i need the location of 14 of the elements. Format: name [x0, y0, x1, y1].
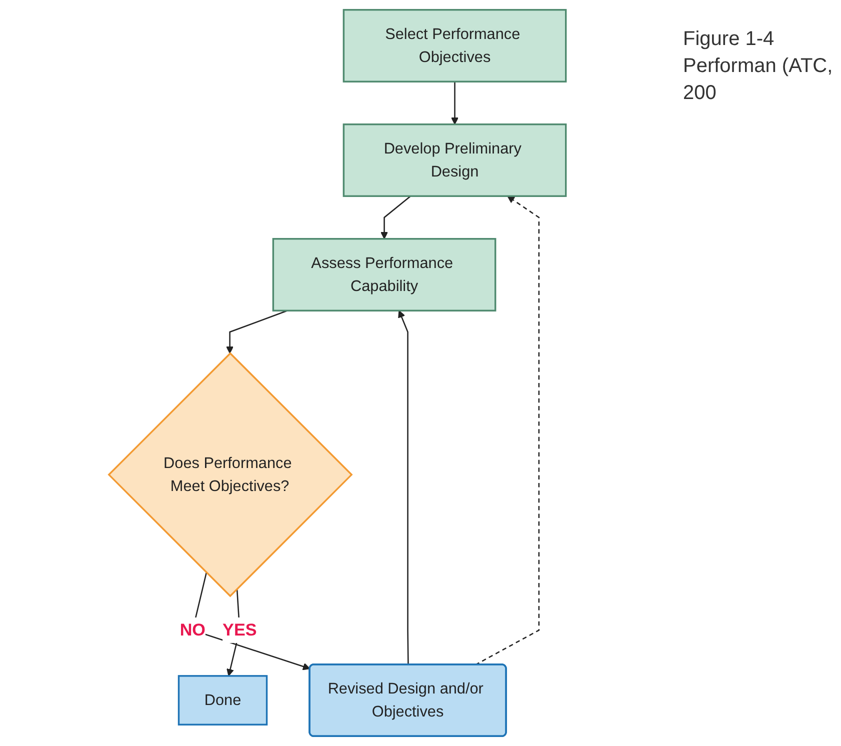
arrow [192, 572, 310, 670]
edge-label: NO [180, 620, 206, 640]
node-box: Develop Preliminary Design [342, 123, 567, 197]
edge-label: YES [222, 620, 257, 640]
figure-caption: Figure 1-4 Performan (ATC, 200 [683, 28, 833, 104]
node-box: Done [178, 675, 268, 726]
node-box: Assess Performance Capability [272, 238, 496, 312]
arrow [398, 310, 409, 665]
arrow [475, 196, 540, 666]
arrow [226, 310, 288, 354]
arrow [380, 196, 412, 240]
node-diamond: Does Performance Meet Objectives? [108, 352, 353, 598]
arrow [451, 82, 459, 125]
node-box: Select Performance Objectives [342, 8, 567, 82]
